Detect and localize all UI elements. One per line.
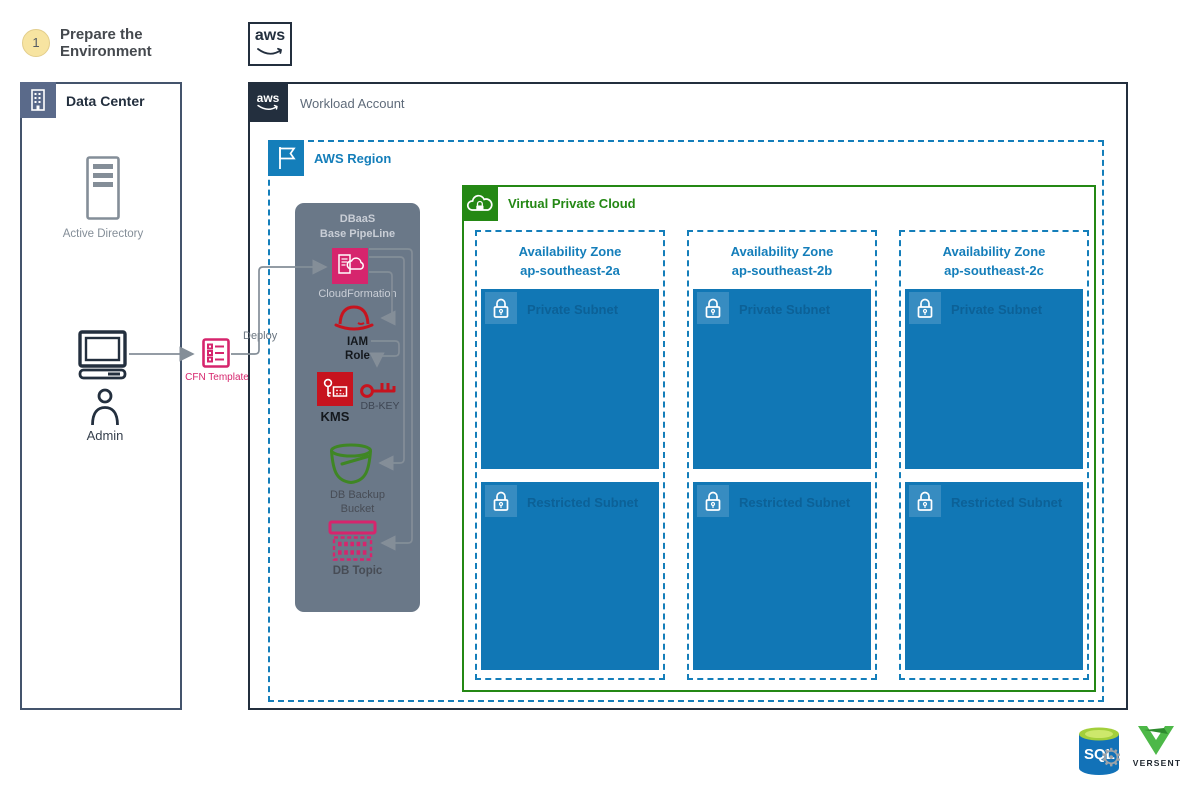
svg-text:SQL: SQL bbox=[1084, 746, 1115, 763]
lock-icon bbox=[697, 292, 729, 324]
workload-account-icon: aws bbox=[248, 82, 288, 122]
az-2c-title-line: Availability Zone bbox=[942, 244, 1046, 259]
bucket-label-line2: Bucket bbox=[340, 502, 375, 515]
bucket-label-line1: DB Backup bbox=[329, 489, 386, 501]
aws-logo: aws bbox=[248, 22, 292, 66]
data-center-box bbox=[20, 82, 182, 710]
restricted-subnet-2b: Restricted Subnet bbox=[693, 482, 871, 670]
db-backup-bucket-label: DB Backup Bucket bbox=[295, 489, 420, 517]
aws-region-icon bbox=[268, 140, 304, 176]
iam-role-icon bbox=[333, 302, 375, 339]
cloudformation-icon bbox=[332, 248, 368, 284]
az-2c-title: Availability Zone ap-southeast-2c bbox=[901, 243, 1087, 281]
iam-label-line2: Role bbox=[345, 350, 370, 363]
availability-zone-2a: Availability Zone ap-southeast-2a Privat… bbox=[475, 230, 665, 680]
private-subnet-2b: Private Subnet bbox=[693, 289, 871, 469]
data-center-icon bbox=[20, 82, 56, 118]
kms-icon bbox=[317, 372, 353, 406]
vpc-box bbox=[462, 185, 1096, 692]
step-title: Prepare the Environment bbox=[60, 26, 152, 61]
kms-label: KMS bbox=[320, 409, 350, 424]
private-subnet-label: Private Subnet bbox=[951, 302, 1043, 317]
dbaas-pipeline-panel: DBaaS Base PipeLine CloudFormation IAM R… bbox=[295, 203, 420, 612]
step-number-badge: 1 bbox=[22, 29, 50, 57]
data-center-title: Data Center bbox=[66, 93, 145, 109]
restricted-subnet-label: Restricted Subnet bbox=[527, 495, 639, 510]
lock-icon bbox=[485, 485, 517, 517]
admin-icon bbox=[90, 388, 120, 431]
az-2b-title-line: Availability Zone bbox=[730, 244, 834, 259]
aws-region-box bbox=[268, 140, 1104, 702]
vpc-icon bbox=[462, 185, 498, 221]
restricted-subnet-2c: Restricted Subnet bbox=[905, 482, 1083, 670]
pipeline-title: DBaaS Base PipeLine bbox=[295, 212, 420, 243]
cfn-template-icon bbox=[202, 338, 230, 373]
db-topic-icon bbox=[328, 520, 378, 568]
private-subnet-2c: Private Subnet bbox=[905, 289, 1083, 469]
admin-label: Admin bbox=[86, 428, 124, 443]
deploy-label: Deploy bbox=[243, 330, 278, 342]
gear-icon: ⚙ bbox=[1100, 744, 1123, 772]
iam-label-line1: IAM bbox=[346, 336, 369, 348]
cfn-template-label: CFN Template bbox=[185, 372, 249, 383]
sql-server-logo: SQL bbox=[1076, 726, 1122, 785]
vpc-title: Virtual Private Cloud bbox=[508, 196, 636, 211]
availability-zone-2b: Availability Zone ap-southeast-2b Privat… bbox=[687, 230, 877, 680]
private-subnet-label: Private Subnet bbox=[527, 302, 619, 317]
pipeline-title-line2: Base PipeLine bbox=[319, 228, 396, 241]
restricted-subnet-label: Restricted Subnet bbox=[951, 495, 1063, 510]
lock-icon bbox=[697, 485, 729, 517]
lock-icon bbox=[485, 292, 517, 324]
versent-logo-text: VERSENT bbox=[1132, 758, 1182, 768]
admin-computer-icon bbox=[78, 330, 128, 385]
az-2a-title: Availability Zone ap-southeast-2a bbox=[477, 243, 663, 281]
restricted-subnet-2a: Restricted Subnet bbox=[481, 482, 659, 670]
az-2a-title-line: Availability Zone bbox=[518, 244, 622, 259]
az-2c-name: ap-southeast-2c bbox=[944, 262, 1044, 278]
lock-icon bbox=[909, 485, 941, 517]
aws-region-title: AWS Region bbox=[314, 151, 392, 166]
db-key-label: DB-KEY bbox=[360, 400, 400, 412]
workload-account-box bbox=[248, 82, 1128, 710]
az-2a-name: ap-southeast-2a bbox=[520, 262, 620, 278]
workload-account-title: Workload Account bbox=[300, 96, 405, 111]
restricted-subnet-label: Restricted Subnet bbox=[739, 495, 851, 510]
active-directory-icon bbox=[86, 156, 120, 225]
iam-role-label: IAM Role bbox=[295, 335, 420, 364]
private-subnet-2a: Private Subnet bbox=[481, 289, 659, 469]
workload-aws-smile-icon bbox=[257, 104, 278, 110]
lock-icon bbox=[909, 292, 941, 324]
pipeline-title-line1: DBaaS bbox=[339, 213, 376, 225]
db-backup-bucket-icon bbox=[327, 442, 375, 492]
cloudformation-label: CloudFormation bbox=[318, 288, 397, 300]
aws-smile-icon bbox=[257, 47, 282, 55]
db-topic-label: DB Topic bbox=[332, 565, 383, 577]
az-2b-name: ap-southeast-2b bbox=[731, 262, 833, 278]
aws-logo-text: aws bbox=[254, 27, 286, 44]
workload-aws-text: aws bbox=[256, 91, 280, 105]
private-subnet-label: Private Subnet bbox=[739, 302, 831, 317]
availability-zone-2c: Availability Zone ap-southeast-2c Privat… bbox=[899, 230, 1089, 680]
active-directory-label: Active Directory bbox=[62, 228, 144, 240]
az-2b-title: Availability Zone ap-southeast-2b bbox=[689, 243, 875, 281]
versent-logo-icon bbox=[1136, 724, 1176, 761]
